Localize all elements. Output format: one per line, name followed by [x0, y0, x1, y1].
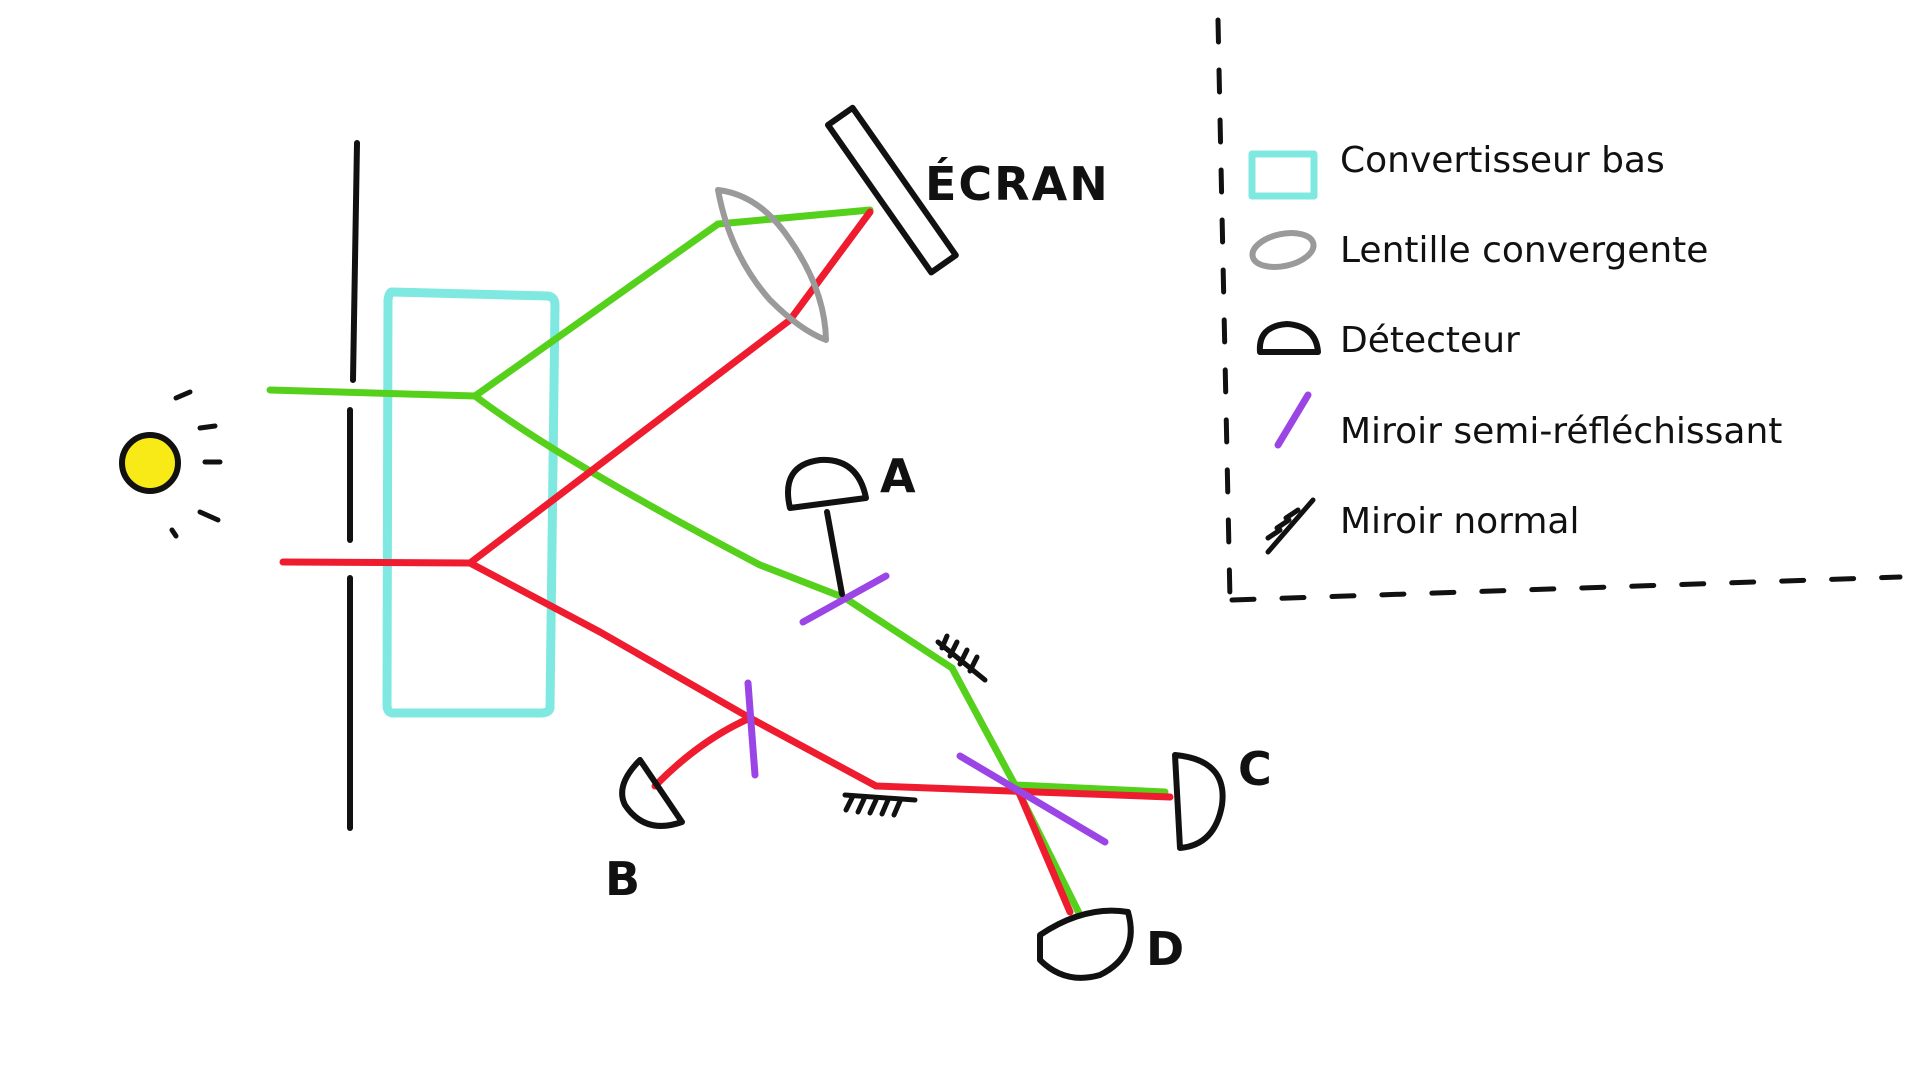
- green-beam-to-lens: [471, 220, 722, 400]
- green-input-beam: [266, 386, 479, 400]
- red-beam-to-detector-b: [651, 714, 754, 790]
- legend-frame: [1215, 17, 1903, 603]
- screen: [825, 104, 959, 276]
- light-source: [119, 389, 223, 539]
- legend-item-beam-splitter: Miroir semi-réfléchissant: [1340, 411, 1782, 452]
- detector-icon: [1256, 321, 1321, 355]
- green-beam-to-detector-c: [1011, 781, 1169, 796]
- detector-icon: [785, 456, 869, 511]
- detector-b: [619, 757, 685, 829]
- legend-item-lens: Lentille convergente: [1340, 230, 1708, 271]
- beam-splitter-a: [799, 572, 890, 626]
- slit-wall-segment: [350, 140, 360, 383]
- red-beams: [279, 208, 1174, 916]
- convergent-lens-icon: [1249, 230, 1317, 270]
- red-beam-to-lens: [466, 316, 794, 567]
- detector-a: [785, 456, 869, 597]
- legend-item-detector: Détecteur: [1340, 320, 1520, 361]
- green-beam-lens-to-screen: [714, 206, 874, 228]
- detector-a-label: A: [880, 449, 918, 503]
- beam-splitters: [744, 572, 1109, 846]
- light-ray: [197, 509, 221, 523]
- red-beam-lens-to-screen: [786, 208, 874, 324]
- detector-c: [1172, 752, 1226, 851]
- detector-d: [1037, 907, 1134, 981]
- detector-a-stem: [824, 509, 845, 597]
- light-ray: [173, 389, 193, 401]
- red-beam-to-detector-d: [1014, 786, 1074, 916]
- legend-item-converter: Convertisseur bas: [1340, 140, 1665, 181]
- beam-splitter-b: [744, 679, 759, 779]
- converter-box-icon: [1248, 150, 1318, 200]
- normal-mirror-upper: [935, 633, 988, 683]
- legend: Convertisseur bas Lentille convergente D…: [1248, 140, 1782, 555]
- light-ray: [169, 527, 179, 539]
- double-slit: [347, 140, 360, 831]
- green-beam-to-splitter: [948, 664, 1019, 789]
- normal-mirror-lower: [842, 792, 918, 818]
- light-source-bulb: [119, 432, 181, 494]
- red-input-beam: [279, 558, 474, 567]
- mirror-icon: [1265, 497, 1316, 555]
- screen-label: ÉCRAN: [925, 157, 1110, 211]
- beam-splitter-cd: [956, 752, 1109, 846]
- detector-c-label: C: [1238, 742, 1274, 796]
- detector-d-label: D: [1146, 922, 1186, 976]
- light-ray: [197, 423, 218, 431]
- beam-splitter-icon: [1274, 391, 1312, 449]
- green-idler-beam: [471, 392, 956, 672]
- convergent-lens: [715, 187, 829, 343]
- down-converter-crystal: [382, 287, 560, 718]
- red-idler-beam: [466, 559, 880, 790]
- detector-b-label: B: [605, 852, 642, 906]
- legend-item-mirror: Miroir normal: [1340, 501, 1579, 542]
